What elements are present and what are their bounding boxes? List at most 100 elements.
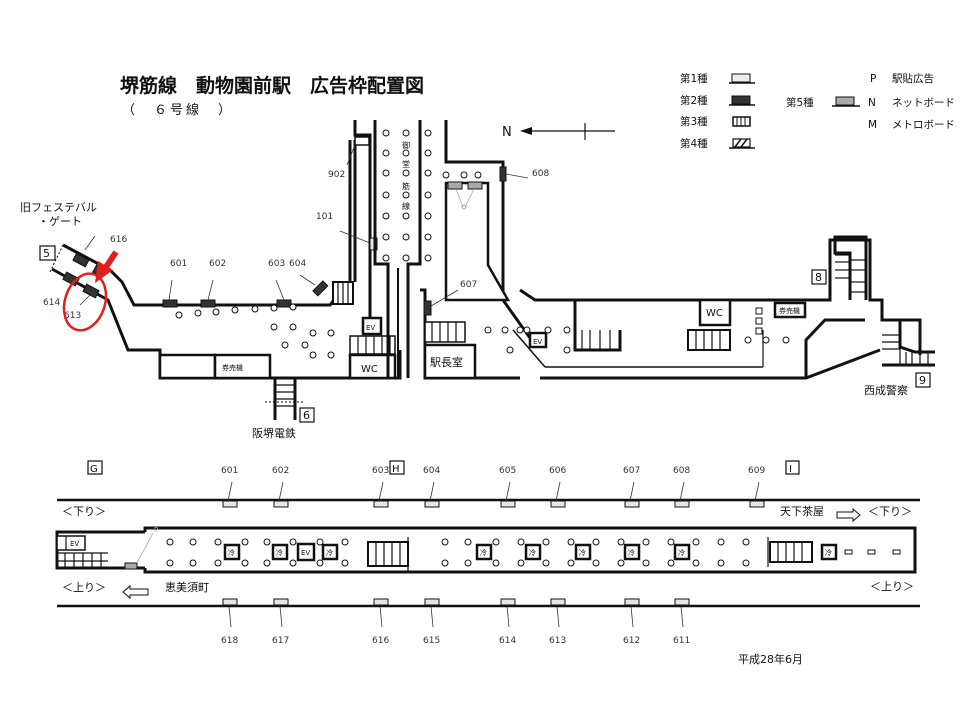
leader-line — [754, 481, 760, 502]
platform-ad-label-616: 616 — [372, 636, 389, 646]
p-mark-label: P — [154, 526, 158, 534]
leader-line — [378, 481, 384, 502]
gate-label-line1: 旧フェステバル — [20, 201, 97, 214]
ad-label-607: 607 — [460, 280, 477, 290]
platform-ad-label-601: 601 — [221, 466, 238, 476]
pillar — [617, 559, 625, 567]
cooler-label: 冷 — [276, 548, 283, 557]
pillar — [464, 559, 472, 567]
platform-ad-607 — [624, 500, 640, 508]
ad-604 — [312, 280, 329, 297]
platform-west-end: EV — [56, 535, 108, 568]
pillar — [289, 559, 297, 567]
north-label: N — [502, 125, 512, 140]
ad-602 — [200, 299, 216, 308]
platform-ev-box-label: EV — [301, 549, 310, 557]
platform-ad-n — [124, 562, 138, 570]
platform-stairs-i — [767, 537, 813, 567]
ad-n-1 — [447, 181, 463, 190]
gate-label-line2: ・ゲート — [38, 215, 82, 228]
legend-type-1-label: 第1種 — [680, 72, 708, 85]
exit-9-label: 9 — [919, 374, 926, 387]
ad-label-902: 902 — [328, 170, 345, 180]
leader-line — [679, 481, 685, 502]
pillar — [441, 559, 449, 567]
cooler-box — [524, 543, 542, 561]
cooler-box — [475, 543, 493, 561]
cooler-label: 冷 — [529, 548, 536, 557]
exit-8-box — [811, 269, 827, 285]
platform-pillars — [166, 538, 750, 567]
ad-614 — [62, 271, 80, 287]
cooler-box — [574, 543, 592, 561]
exit-5-label: 5 — [43, 247, 50, 260]
cooler-label: 冷 — [825, 548, 832, 557]
leader-line — [556, 605, 560, 628]
pillar — [214, 559, 222, 567]
ad-label-616: 616 — [110, 235, 127, 245]
ev-room-1 — [361, 316, 383, 336]
platform-ad-604 — [424, 500, 440, 508]
down-left-label: ＜下り＞ — [62, 505, 106, 518]
date-label: 平成28年6月 — [738, 652, 803, 666]
highlight-circle — [62, 272, 108, 332]
platform-ad-617 — [273, 598, 289, 606]
ad-607 — [423, 300, 432, 316]
leader-line — [279, 605, 283, 628]
room-block — [158, 353, 217, 380]
ad-label-608: 608 — [532, 169, 549, 179]
pillar — [592, 538, 600, 546]
leader-line — [278, 481, 284, 502]
ev-label-2: EV — [533, 338, 542, 346]
legend-code-m-label: メトロボード — [892, 119, 955, 131]
platform-ad-605 — [500, 500, 516, 508]
ad-608 — [499, 166, 507, 182]
office-stairs — [424, 321, 466, 343]
platform-ev-label: EV — [70, 540, 79, 548]
legend-type-1-icon — [729, 73, 755, 84]
cooler-box — [223, 543, 241, 561]
arrow-right-icon — [836, 507, 861, 523]
pillar — [189, 559, 197, 567]
pillar — [492, 559, 500, 567]
legend-type-3-icon — [732, 116, 751, 127]
platform-ad-616 — [373, 598, 389, 606]
legend-type-3-label: 第3種 — [680, 115, 708, 128]
platform-ad-label-612: 612 — [623, 636, 640, 646]
wc-room-1 — [348, 353, 397, 380]
leader-line — [555, 481, 561, 502]
platform-ad-618 — [222, 598, 238, 606]
pillar — [567, 559, 575, 567]
exit-8-label: 8 — [815, 271, 822, 284]
wc-label-2: WC — [706, 308, 723, 319]
pillar — [592, 559, 600, 567]
pillar — [341, 538, 349, 546]
pillar — [542, 538, 550, 546]
arrow-left-icon — [122, 584, 149, 600]
leader-line — [505, 481, 511, 502]
legend-type-2-label: 第2種 — [680, 94, 708, 107]
cooler-label: 冷 — [326, 548, 333, 557]
section-g-box — [87, 460, 103, 475]
section-h-box — [389, 460, 405, 475]
ev-label-1: EV — [366, 324, 375, 332]
pillar — [189, 538, 197, 546]
ticket-room-2 — [773, 301, 807, 319]
platform-ad-label-606: 606 — [549, 466, 566, 476]
pillar — [517, 538, 525, 546]
pillar — [617, 538, 625, 546]
leader-line — [228, 605, 232, 628]
ad-902 — [354, 136, 370, 146]
platform-stairs-h — [367, 537, 409, 571]
legend-type-4-icon — [729, 138, 755, 149]
highlight-arrow-icon — [95, 250, 119, 283]
pillar — [542, 559, 550, 567]
legend-code-m: M — [868, 119, 877, 131]
exit-6-stairs — [265, 378, 305, 420]
platform-ad-613 — [550, 598, 566, 606]
pillar — [642, 559, 650, 567]
pillar — [316, 538, 324, 546]
down-right-label: ＜下り＞ — [868, 505, 912, 518]
